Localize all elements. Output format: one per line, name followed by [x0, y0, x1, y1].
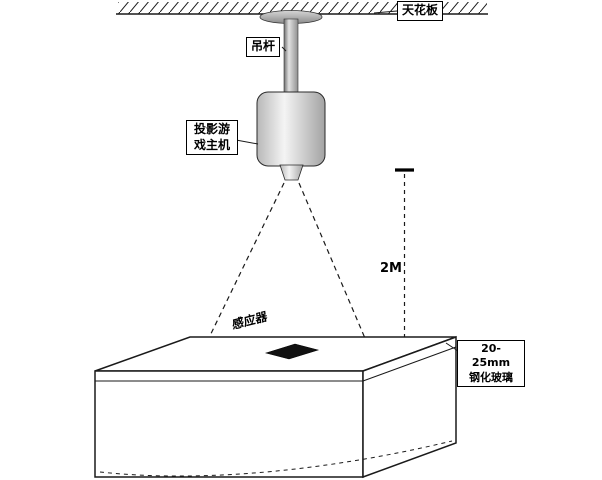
leader-ceiling [373, 10, 398, 14]
leader-glass [445, 342, 459, 352]
table-front-face [94, 370, 364, 478]
leader-rod [281, 46, 287, 52]
table-box [94, 335, 457, 479]
ceiling-label: 天花板 [397, 1, 444, 21]
projector-body [256, 91, 326, 167]
dimension-label: 2M [380, 261, 402, 276]
leader-projector [235, 139, 259, 145]
dimension-2m [395, 168, 414, 346]
hanging-rod-shape [283, 18, 299, 95]
sensor-shape [264, 343, 320, 360]
glass-edge-right [362, 346, 457, 382]
projection-cone-right [298, 182, 371, 351]
glass-label: 20-25mm 钢化玻璃 [457, 340, 525, 387]
projector-lens [279, 164, 304, 181]
projector-label: 投影游 戏主机 [186, 120, 238, 156]
projection-cone-left [205, 182, 285, 345]
rod-label: 吊杆 [246, 37, 281, 57]
